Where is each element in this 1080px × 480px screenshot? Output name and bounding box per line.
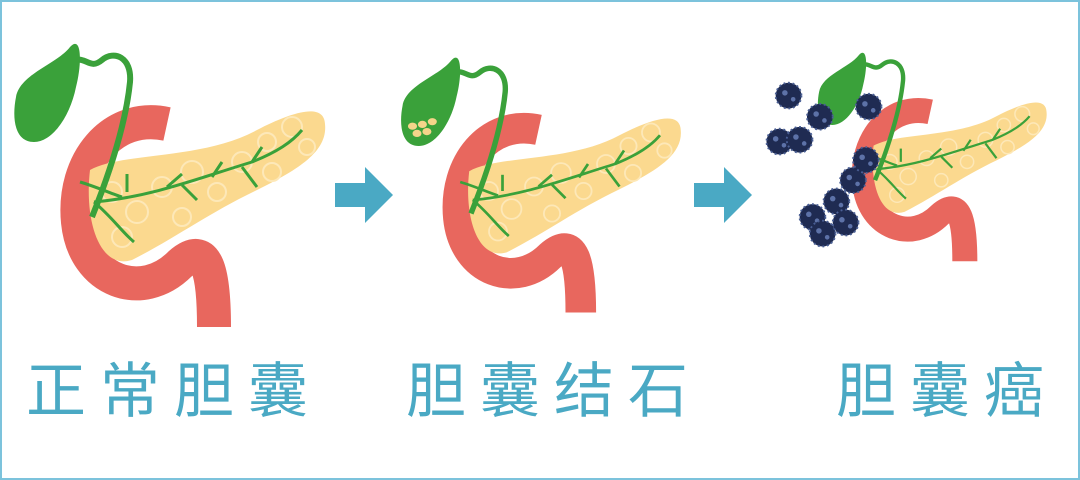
gallbladder-cancer-illustration (765, 53, 1046, 261)
arrow-right-icon (694, 167, 752, 223)
normal-gallbladder-illustration (14, 44, 325, 327)
stage-label-cancer: 胆囊癌 (836, 357, 1058, 427)
gallstones (408, 118, 437, 137)
tumor-clusters (765, 81, 883, 248)
gallstones-illustration (401, 58, 681, 313)
stage-label-gallstones: 胆囊结石 (406, 357, 702, 427)
arrow-right-icon (335, 167, 393, 223)
stage-label-normal: 正常胆囊 (26, 357, 322, 427)
